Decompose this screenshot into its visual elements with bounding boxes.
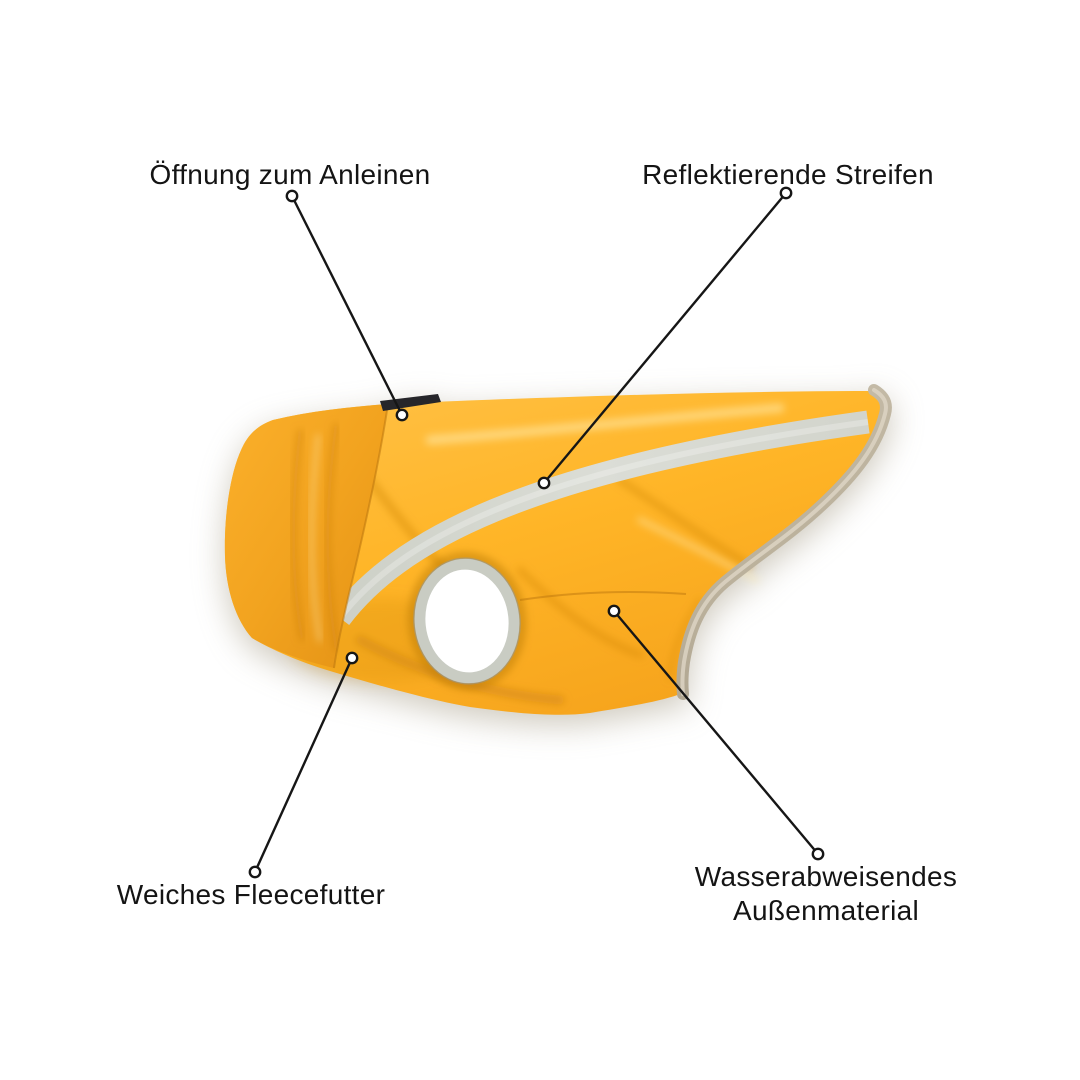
stripe-sheen [337,419,869,620]
annotation-dot [779,186,793,200]
collar-seam [333,403,389,669]
chest-seam [519,591,687,601]
collar-section [224,404,388,668]
annotation-line-leash-opening [285,189,409,422]
annotation-line-outer-material [607,604,825,861]
jacket-group [224,384,892,715]
annotation-dot [285,189,299,203]
label-fleece-lining: Weiches Fleecefutter [116,879,386,910]
label-outer-material: Wasserabweisendes Außenmaterial [694,861,958,926]
annotation-connectors [248,186,825,879]
annotation-dot [395,408,409,422]
annotation-dot [811,847,825,861]
annotation-line-fleece-lining [248,651,359,879]
leg-hole [407,552,527,690]
annotation-dot [607,604,621,618]
edge-trim [676,384,892,700]
annotation-dot [345,651,359,665]
label-reflective-stripes: Reflektierende Streifen [642,159,934,190]
leash-tab [380,394,441,411]
annotation-line-reflective-stripes [537,186,793,490]
annotation-dot [248,865,262,879]
reflective-stripe [330,410,870,625]
annotation-dot [537,476,551,490]
label-leash-opening: Öffnung zum Anleinen [149,159,431,190]
collar-folds [290,423,339,651]
